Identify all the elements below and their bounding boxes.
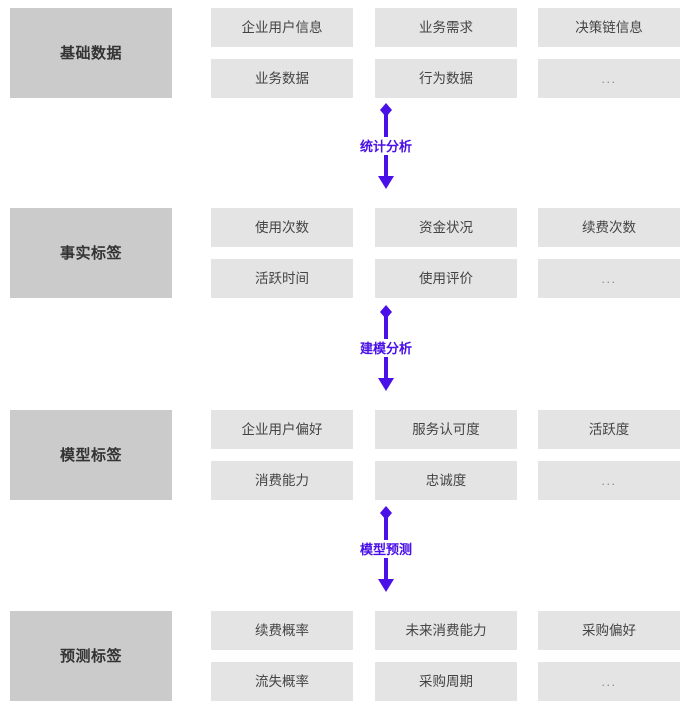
item-label: 业务需求	[419, 19, 473, 35]
item-label-ellipsis: ...	[601, 271, 617, 286]
diagram-section-model-label: 模型标签 企业用户偏好 服务认可度 活跃度 消费能力 忠诚度 ...	[0, 410, 692, 500]
item-label-ellipsis: ...	[601, 674, 617, 689]
item-box: 采购偏好	[538, 611, 680, 650]
item-label: 流失概率	[255, 673, 309, 689]
item-box: 业务需求	[375, 8, 517, 47]
category-box-model-label: 模型标签	[10, 410, 172, 500]
item-box: 活跃度	[538, 410, 680, 449]
connector-label: 统计分析	[359, 139, 412, 154]
item-label: 业务数据	[255, 70, 309, 86]
item-box: 资金状况	[375, 208, 517, 247]
arrow-up-icon	[375, 305, 397, 339]
item-grid: 使用次数 资金状况 续费次数 活跃时间 使用评价 ...	[211, 208, 681, 298]
item-label-ellipsis: ...	[601, 71, 617, 86]
item-label: 使用评价	[419, 270, 473, 286]
item-label: 续费次数	[582, 219, 636, 235]
item-box: 使用评价	[375, 259, 517, 298]
category-label: 模型标签	[59, 446, 122, 464]
item-label: 活跃时间	[255, 270, 309, 286]
item-label: 资金状况	[419, 219, 473, 235]
item-box: 活跃时间	[211, 259, 353, 298]
arrow-down-icon	[375, 155, 397, 189]
item-box: 企业用户信息	[211, 8, 353, 47]
item-label: 决策链信息	[575, 19, 643, 35]
connector-label: 模型预测	[359, 542, 412, 557]
arrow-up-icon	[375, 506, 397, 540]
item-box: 决策链信息	[538, 8, 680, 47]
category-label: 事实标签	[59, 244, 122, 262]
item-label: 企业用户偏好	[241, 421, 323, 437]
item-box: 续费概率	[211, 611, 353, 650]
category-box-prediction-label: 预测标签	[10, 611, 172, 701]
item-box: 使用次数	[211, 208, 353, 247]
item-box: 流失概率	[211, 662, 353, 701]
connector-modeling-analysis: 建模分析	[346, 305, 426, 405]
item-box: 行为数据	[375, 59, 517, 98]
item-label: 服务认可度	[412, 421, 480, 437]
item-box: 采购周期	[375, 662, 517, 701]
item-box: ...	[538, 59, 680, 98]
item-label: 消费能力	[255, 472, 309, 488]
item-box: 企业用户偏好	[211, 410, 353, 449]
item-grid: 续费概率 未来消费能力 采购偏好 流失概率 采购周期 ...	[211, 611, 681, 701]
diagram-section-prediction-label: 预测标签 续费概率 未来消费能力 采购偏好 流失概率 采购周期 ...	[0, 611, 692, 701]
item-label: 采购周期	[419, 673, 473, 689]
diagram-section-basic-data: 基础数据 企业用户信息 业务需求 决策链信息 业务数据 行为数据 ...	[0, 8, 692, 98]
item-box: ...	[538, 259, 680, 298]
item-label: 使用次数	[255, 219, 309, 235]
item-box: 忠诚度	[375, 461, 517, 500]
item-label: 行为数据	[419, 70, 473, 86]
item-grid: 企业用户偏好 服务认可度 活跃度 消费能力 忠诚度 ...	[211, 410, 681, 500]
item-label: 企业用户信息	[241, 19, 323, 35]
item-box: ...	[538, 461, 680, 500]
item-box: 未来消费能力	[375, 611, 517, 650]
item-grid: 企业用户信息 业务需求 决策链信息 业务数据 行为数据 ...	[211, 8, 681, 98]
arrow-down-icon	[375, 558, 397, 592]
connector-statistical-analysis: 统计分析	[346, 103, 426, 203]
arrow-up-icon	[375, 103, 397, 137]
arrow-down-icon	[375, 357, 397, 391]
diagram-section-fact-label: 事实标签 使用次数 资金状况 续费次数 活跃时间 使用评价 ...	[0, 208, 692, 298]
connector-model-prediction: 模型预测	[346, 506, 426, 606]
item-box: ...	[538, 662, 680, 701]
item-label: 未来消费能力	[405, 622, 487, 638]
item-label: 忠诚度	[425, 472, 467, 488]
item-label-ellipsis: ...	[601, 473, 617, 488]
item-label: 活跃度	[588, 421, 630, 437]
category-box-fact-label: 事实标签	[10, 208, 172, 298]
item-label: 采购偏好	[582, 622, 636, 638]
item-box: 服务认可度	[375, 410, 517, 449]
category-label: 预测标签	[59, 647, 122, 665]
category-label: 基础数据	[59, 44, 122, 62]
connector-label: 建模分析	[359, 341, 412, 356]
item-box: 消费能力	[211, 461, 353, 500]
item-label: 续费概率	[255, 622, 309, 638]
item-box: 业务数据	[211, 59, 353, 98]
category-box-basic-data: 基础数据	[10, 8, 172, 98]
item-box: 续费次数	[538, 208, 680, 247]
